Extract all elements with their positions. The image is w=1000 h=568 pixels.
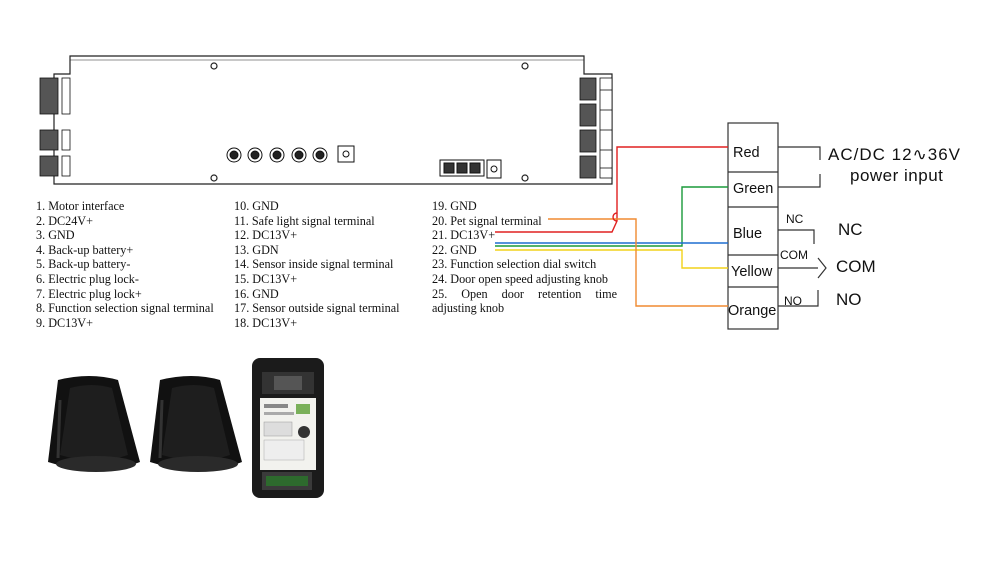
no-label: NO xyxy=(836,290,862,309)
legend-item: 15. DC13V+ xyxy=(234,271,298,286)
no-small-label: NO xyxy=(784,294,802,308)
relay-terminal-box xyxy=(727,122,779,330)
legend-item: 4. Back-up battery+ xyxy=(36,242,134,257)
power-input-label: power input xyxy=(850,166,944,185)
legend-item: 24. Door open speed adjusting knob xyxy=(432,271,609,286)
legend-item: 7. Electric plug lock+ xyxy=(36,286,142,301)
legend-item: 13. GDN xyxy=(234,242,279,257)
controller-photo xyxy=(252,358,324,498)
wire-label-green: Green xyxy=(733,181,774,197)
legend-item: 5. Back-up battery- xyxy=(36,257,131,272)
legend-item: 17. Sensor outside signal terminal xyxy=(234,301,400,316)
legend-item: 11. Safe light signal terminal xyxy=(234,213,375,228)
sensor-photo-right xyxy=(150,376,242,472)
controller-board xyxy=(53,55,613,185)
legend-item: 6. Electric plug lock- xyxy=(36,271,139,286)
legend-item: 25. Open door retention time adjusting k… xyxy=(432,286,617,316)
legend-item: 12. DC13V+ xyxy=(234,228,298,243)
legend-item: 16. GND xyxy=(234,286,279,301)
wire-label-red: Red xyxy=(733,145,760,161)
com-label: COM xyxy=(836,257,876,276)
wire-label-orange: Orange xyxy=(728,303,777,319)
legend-item: 8. Function selection signal terminal xyxy=(36,301,214,316)
dial-switches xyxy=(226,145,355,163)
power-voltage-label: AC/DC 12∿36V xyxy=(828,145,962,164)
legend-item: 21. DC13V+ xyxy=(432,228,496,243)
wire-label-blue: Blue xyxy=(733,226,763,242)
legend-item: 3. GND xyxy=(36,228,75,243)
legend-item: 23. Function selection dial switch xyxy=(432,257,597,272)
legend-item: 14. Sensor inside signal terminal xyxy=(234,257,394,272)
wires xyxy=(495,146,728,307)
legend-item: 20. Pet signal terminal xyxy=(432,213,542,228)
legend-item: 1. Motor interface xyxy=(36,199,125,213)
sensor-photo-left xyxy=(48,376,140,472)
wire-label-yellow: Yellow xyxy=(731,264,773,280)
legend-item: 2. DC24V+ xyxy=(36,213,93,228)
legend-item: 10. GND xyxy=(234,199,279,213)
legend-item: 19. GND xyxy=(432,199,477,213)
power-lines xyxy=(778,146,827,307)
legend-item: 22. GND xyxy=(432,242,477,257)
left-connectors xyxy=(39,77,71,177)
com-small-label: COM xyxy=(780,248,808,262)
legend-item: 9. DC13V+ xyxy=(36,315,93,330)
nc-small-label: NC xyxy=(786,212,804,226)
right-connectors xyxy=(579,77,613,179)
legend-item: 18. DC13V+ xyxy=(234,315,298,330)
terminal-block xyxy=(439,159,502,179)
nc-label: NC xyxy=(838,220,863,239)
